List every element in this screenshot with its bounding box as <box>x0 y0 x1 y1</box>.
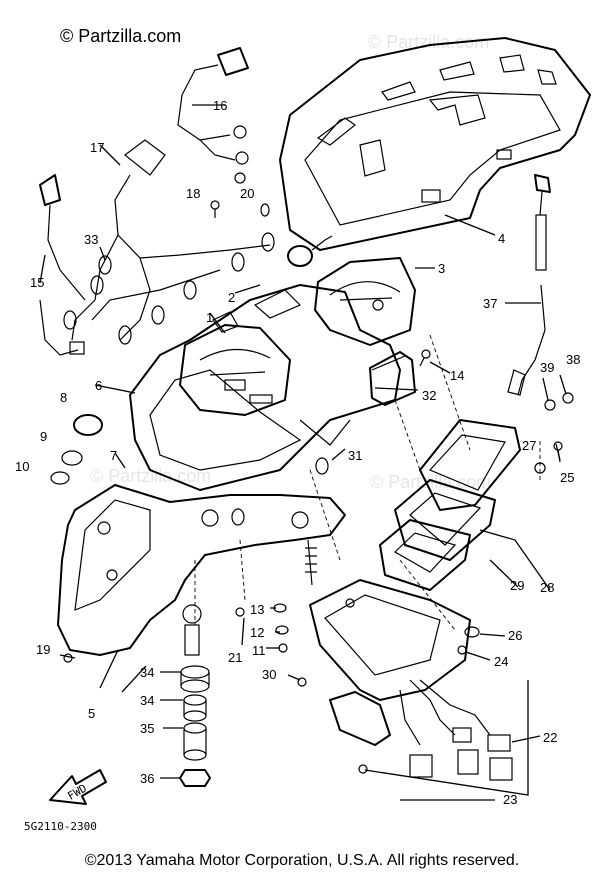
callout-30: 30 <box>262 667 276 682</box>
callout-23: 23 <box>503 792 517 807</box>
screw-18-part <box>210 200 220 218</box>
screw-23-part <box>358 764 368 774</box>
wire-harness-part <box>39 139 275 356</box>
mount-bolt-part <box>184 624 200 656</box>
callout-6: 6 <box>95 378 102 393</box>
callout-2: 2 <box>228 290 235 305</box>
callout-17: 17 <box>90 140 104 155</box>
washer-26-part <box>464 626 480 638</box>
watermark-text: © Partzilla.com <box>60 26 181 46</box>
bulb-socket-part <box>231 419 351 526</box>
diagram-code: 5G2110-2300 <box>24 820 97 833</box>
fwd-arrow: FWD <box>49 769 107 805</box>
callout-37: 37 <box>483 296 497 311</box>
indicator-box-part <box>369 351 416 406</box>
screw-24-part <box>457 645 467 655</box>
callout-20: 20 <box>240 186 254 201</box>
callout-32: 32 <box>422 388 436 403</box>
leader-lines <box>39 104 567 801</box>
speedometer-cable-part <box>507 174 574 411</box>
dashed-guides <box>194 334 541 631</box>
fwd-label: FWD <box>65 782 89 803</box>
copyright-notice: ©2013 Yamaha Motor Corporation, U.S.A. A… <box>84 852 520 869</box>
callout-31: 31 <box>348 448 362 463</box>
callout-36: 36 <box>140 771 154 786</box>
bulb-20-part <box>260 203 270 217</box>
circuit-board-part <box>379 419 521 591</box>
callout-10: 10 <box>15 459 29 474</box>
spacer-stack-part <box>179 665 211 787</box>
watermark-faint-3: © Partzilla.com <box>370 472 491 492</box>
reset-knob-part <box>287 235 333 267</box>
callout-4: 4 <box>498 231 505 246</box>
callout-39: 39 <box>540 360 554 375</box>
callout-11: 11 <box>252 643 266 658</box>
callout-7: 7 <box>110 448 117 463</box>
callout-9: 9 <box>40 429 47 444</box>
callout-35: 35 <box>140 721 154 736</box>
callout-15: 15 <box>30 275 44 290</box>
callout-3: 3 <box>438 261 445 276</box>
speedometer-part <box>179 324 291 416</box>
callout-25: 25 <box>560 470 574 485</box>
callout-29: 29 <box>510 578 524 593</box>
callout-16: 16 <box>213 98 227 113</box>
callout-28: 28 <box>540 580 554 595</box>
callout-5: 5 <box>88 706 95 721</box>
callout-13: 13 <box>250 602 264 617</box>
connector-22-part <box>399 679 513 781</box>
screw-19-part <box>63 653 73 663</box>
callout-24: 24 <box>494 654 508 669</box>
callout-34b: 34 <box>140 693 154 708</box>
callout-33: 33 <box>84 232 98 247</box>
watermark-faint-2: © Partzilla.com <box>90 466 211 486</box>
screw-30-part <box>297 677 307 687</box>
callout-27: 27 <box>522 438 536 453</box>
screw-14-part <box>419 349 431 367</box>
callout-1: 1 <box>206 310 213 325</box>
callout-22: 22 <box>543 730 557 745</box>
callout-labels: 1 2 3 4 5 6 7 8 9 10 11 12 13 14 15 16 1… <box>15 98 580 807</box>
callout-14: 14 <box>450 368 464 383</box>
callout-34a: 34 <box>140 665 154 680</box>
callout-8: 8 <box>60 390 67 405</box>
callout-21: 21 <box>228 650 242 665</box>
callout-12: 12 <box>250 625 264 640</box>
callout-38: 38 <box>566 352 580 367</box>
bracket-part <box>57 484 346 656</box>
lead-wire-part <box>177 47 249 184</box>
callout-19: 19 <box>36 642 50 657</box>
screw-11-part <box>278 643 288 653</box>
watermark-faint-1: © Partzilla.com <box>368 32 489 52</box>
meter-cover-part <box>279 37 591 251</box>
meter-housing-part <box>129 284 401 491</box>
screw-21-part <box>235 607 245 617</box>
callout-26: 26 <box>508 628 522 643</box>
washer-12-part <box>275 625 289 635</box>
lower-bracket-part <box>309 579 471 746</box>
grommet-stack-part <box>50 414 103 485</box>
callout-18: 18 <box>186 186 200 201</box>
